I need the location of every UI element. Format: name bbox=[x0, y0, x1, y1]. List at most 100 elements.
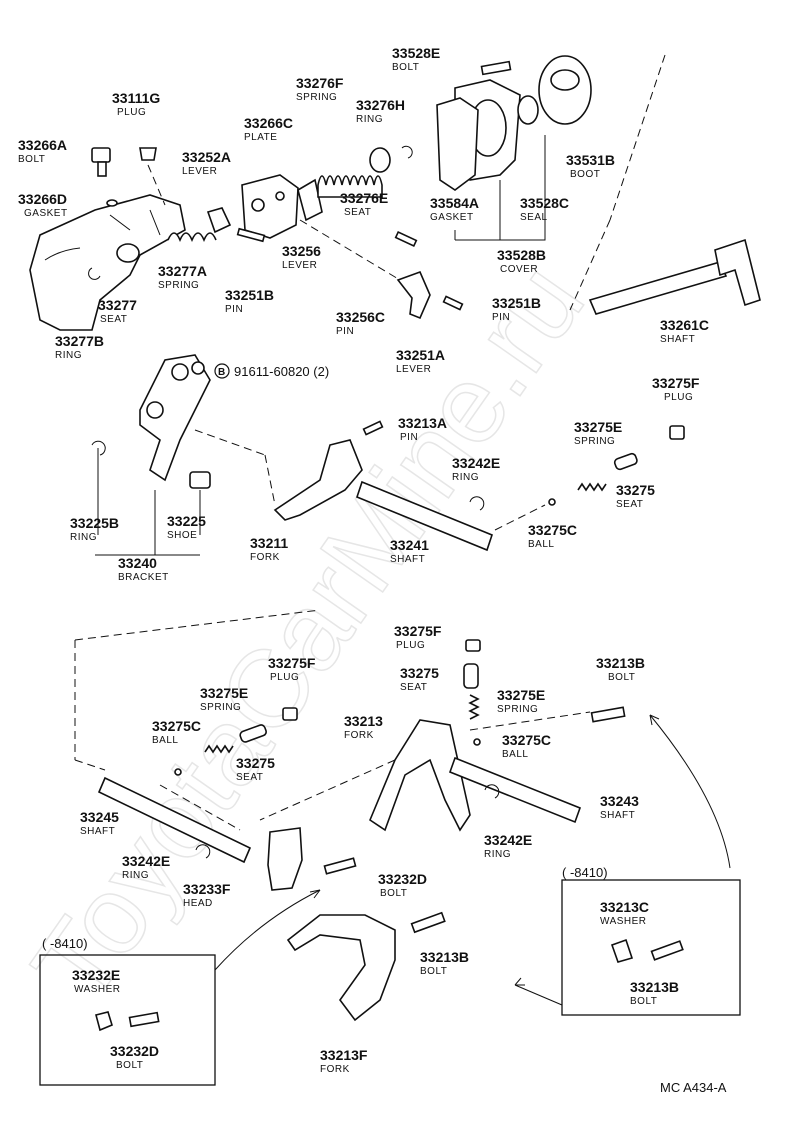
arrow-right-box-top bbox=[649, 714, 731, 869]
svg-text:SEAT: SEAT bbox=[100, 314, 127, 325]
fork-33211 bbox=[273, 439, 363, 521]
svg-text:33275E: 33275E bbox=[497, 687, 545, 703]
diagram-code: MC A434-A bbox=[660, 1080, 727, 1095]
ball-33275c-left bbox=[174, 768, 182, 776]
svg-text:FORK: FORK bbox=[250, 552, 280, 563]
head-33233f bbox=[267, 827, 303, 891]
svg-text:SHAFT: SHAFT bbox=[390, 554, 425, 565]
bolt-91611 bbox=[191, 361, 205, 375]
gasket-33584a bbox=[436, 97, 479, 191]
bolt-33213b-box bbox=[650, 940, 684, 961]
svg-text:SEAT: SEAT bbox=[344, 207, 371, 218]
svg-text:B: B bbox=[218, 367, 226, 378]
svg-text:33266C: 33266C bbox=[244, 115, 293, 131]
svg-text:BRACKET: BRACKET bbox=[118, 572, 169, 583]
washer-33232e bbox=[95, 1011, 113, 1032]
svg-text:33275C: 33275C bbox=[528, 522, 577, 538]
svg-text:33275: 33275 bbox=[236, 755, 275, 771]
spring-33277a bbox=[167, 232, 217, 243]
svg-text:33225: 33225 bbox=[167, 513, 206, 529]
svg-text:PLUG: PLUG bbox=[117, 107, 146, 118]
svg-text:SEAT: SEAT bbox=[400, 682, 427, 693]
svg-text:33275F: 33275F bbox=[652, 375, 700, 391]
svg-text:33242E: 33242E bbox=[122, 853, 170, 869]
pin-33251b-mid bbox=[394, 230, 418, 248]
svg-text:33528C: 33528C bbox=[520, 195, 569, 211]
variant-box-left bbox=[39, 954, 216, 1086]
ball-33275c-center bbox=[473, 738, 481, 746]
bolt-33213b-top bbox=[590, 706, 626, 723]
svg-text:LEVER: LEVER bbox=[396, 364, 431, 375]
spring-33275e-center bbox=[468, 694, 480, 720]
seat-33276e bbox=[369, 147, 391, 173]
svg-text:PIN: PIN bbox=[492, 312, 510, 323]
svg-text:SEAL: SEAL bbox=[520, 212, 548, 223]
svg-text:LEVER: LEVER bbox=[282, 260, 317, 271]
svg-text:33277B: 33277B bbox=[55, 333, 104, 349]
svg-text:33232E: 33232E bbox=[72, 967, 120, 983]
svg-text:33242E: 33242E bbox=[452, 455, 500, 471]
svg-text:33241: 33241 bbox=[390, 537, 429, 553]
bolt-33232d-box bbox=[128, 1011, 160, 1028]
svg-text:33275C: 33275C bbox=[152, 718, 201, 734]
shoe-33225 bbox=[189, 471, 211, 489]
pin-33251b-left bbox=[236, 227, 266, 243]
lever-33251a bbox=[396, 270, 431, 320]
spring-33276f bbox=[317, 175, 383, 198]
svg-text:WASHER: WASHER bbox=[600, 916, 647, 927]
svg-text:BOLT: BOLT bbox=[608, 672, 635, 683]
right-box-range: ( -8410) bbox=[562, 865, 608, 880]
svg-text:33261C: 33261C bbox=[660, 317, 709, 333]
svg-text:COVER: COVER bbox=[500, 264, 538, 275]
variant-box-right bbox=[561, 879, 741, 1016]
shaft-33243 bbox=[448, 756, 582, 824]
ring-33242e-top bbox=[469, 496, 485, 511]
plate-33266c bbox=[241, 174, 299, 239]
svg-text:BALL: BALL bbox=[528, 539, 554, 550]
gasket-33266d bbox=[106, 199, 118, 207]
svg-text:PIN: PIN bbox=[400, 432, 418, 443]
svg-text:33213F: 33213F bbox=[320, 1047, 368, 1063]
svg-text:BOLT: BOLT bbox=[380, 888, 407, 899]
svg-text:33266A: 33266A bbox=[18, 137, 67, 153]
svg-text:SEAT: SEAT bbox=[236, 772, 263, 783]
svg-text:33240: 33240 bbox=[118, 555, 157, 571]
svg-text:PLUG: PLUG bbox=[270, 672, 299, 683]
arrow-right-box-bottom bbox=[514, 984, 563, 1006]
svg-text:33245: 33245 bbox=[80, 809, 119, 825]
svg-text:33243: 33243 bbox=[600, 793, 639, 809]
seat-33275-left bbox=[239, 724, 267, 743]
bolt-33232d-mid bbox=[323, 857, 357, 875]
pin-33251b-right bbox=[442, 295, 464, 311]
svg-text:FORK: FORK bbox=[320, 1064, 350, 1075]
svg-text:BOLT: BOLT bbox=[18, 154, 45, 165]
svg-text:33528B: 33528B bbox=[497, 247, 546, 263]
svg-text:SPRING: SPRING bbox=[200, 702, 241, 713]
bolt-33528e bbox=[480, 60, 512, 76]
